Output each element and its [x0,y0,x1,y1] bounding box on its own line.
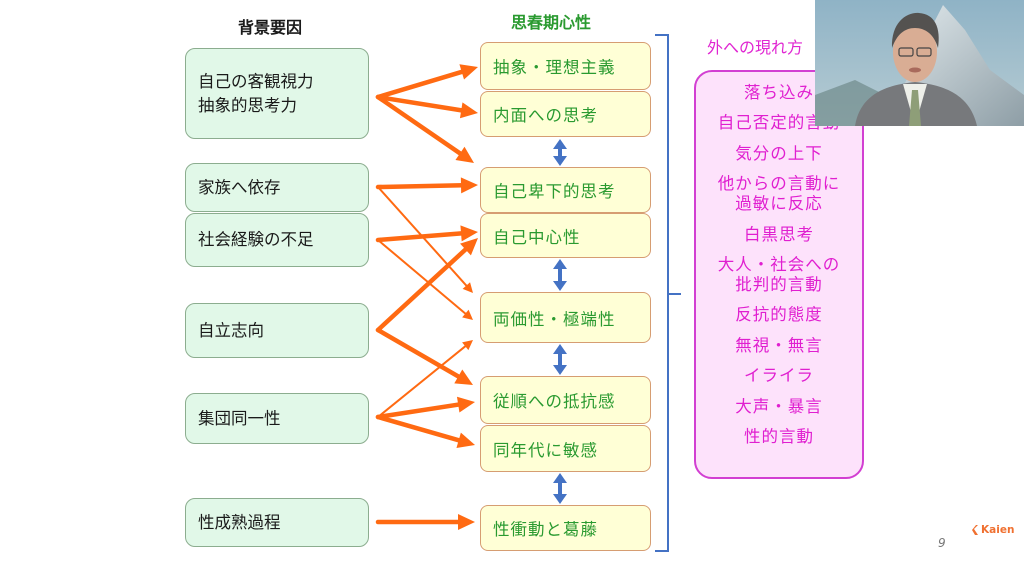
arrow-factor-2-to-trait-3 [375,230,466,243]
double-arrow-trait-6-7 [553,473,567,504]
arrow-factor-0-to-trait-0 [375,69,466,100]
arrowhead [460,177,478,194]
manifestation-item: 白黒思考 [744,224,814,244]
arrow-factor-1-to-trait-2 [375,183,466,190]
factor-box-independence: 自立志向 [185,303,369,358]
arrowhead [460,225,478,242]
kaien-logo-icon [972,525,978,535]
manifestation-item: 大声・暴言 [735,396,823,416]
trait-box-peer-sensitivity: 同年代に敏感 [480,425,651,472]
arrowhead [462,309,473,320]
trait-box-introspection: 内面への思考 [480,91,651,137]
arrowhead [460,238,478,256]
factor-to-trait-arrows [375,64,478,530]
arrow-factor-0-to-trait-2 [375,94,464,157]
trait-link-arrows [553,139,567,504]
arrow-factor-4-to-trait-4 [377,344,468,418]
manifestation-item: 気分の上下 [735,143,823,163]
arrowhead [459,64,478,80]
arrowhead [456,396,475,413]
arrowhead [462,282,473,293]
arrowhead [462,340,473,351]
presenter-face [893,22,937,82]
arrowhead [459,102,478,119]
factor-box-sexual-maturation: 性成熟過程 [185,498,369,547]
arrowhead [454,369,473,385]
factor-box-group-identity: 集団同一性 [185,393,369,444]
arrow-factor-4-to-trait-5 [375,402,463,420]
manifestation-item: 無視・無言 [735,335,823,355]
manifestation-item: イライラ [744,366,814,386]
factor-box-lack-social-experience: 社会経験の不足 [185,213,369,267]
trait-box-self-deprecation: 自己卑下的思考 [480,167,651,213]
trait-box-abstract-idealism: 抽象・理想主義 [480,42,651,90]
factor-box-self-objectivity: 自己の客観視力 抽象的思考力 [185,48,369,139]
arrow-factor-4-to-trait-6 [375,414,463,444]
trait-box-sexual-impulse-conflict: 性衝動と葛藤 [480,505,651,551]
adolescent-psychology-heading: 思春期心性 [511,13,592,32]
manifestation-item: 落ち込み [744,83,814,102]
presenter-tie [909,90,921,126]
arrow-factor-2-to-trait-4 [377,239,468,316]
traits-grouping-bracket [655,34,681,552]
manifestation-item: 大人・社会への 批判的言動 [717,254,841,294]
arrow-factor-0-to-trait-1 [375,94,466,113]
background-factors-heading: 背景要因 [238,18,303,37]
manifestations-box: 落ち込み 自己否定的言動 気分の上下 他からの言動に 過敏に反応 白黒思考 大人… [694,70,864,479]
trait-box-ambivalence-extremes: 両価性・極端性 [480,292,651,343]
page-number: 9 [938,536,946,550]
arrow-factor-3-to-trait-3 [375,245,470,333]
trait-box-egocentrism: 自己中心性 [480,213,651,258]
manifestation-item: 自己否定的言動 [717,113,841,133]
presenter-webcam-video[interactable] [815,0,1024,126]
manifestation-item: 性的言動 [744,426,814,446]
kaien-logo: Kaien [972,524,1014,536]
trait-box-resistance-to-obedience: 従順への抵抗感 [480,376,651,424]
arrowhead [456,432,475,448]
manifestation-item: 反抗的態度 [735,305,823,325]
logo-text: Kaien [981,524,1015,536]
manifestation-item: 他からの言動に 過敏に反応 [717,174,841,214]
presenter-video-frame [815,0,1024,126]
double-arrow-trait-4-5 [553,344,567,375]
factor-box-family-dependence: 家族へ依存 [185,163,369,212]
arrow-factor-3-to-trait-5 [375,327,463,380]
arrowhead [458,514,475,530]
double-arrow-trait-3-4 [553,259,567,291]
external-manifestations-heading: 外への現れ方 [707,38,804,57]
double-arrow-trait-1-2 [553,139,567,166]
arrowhead [455,146,474,163]
